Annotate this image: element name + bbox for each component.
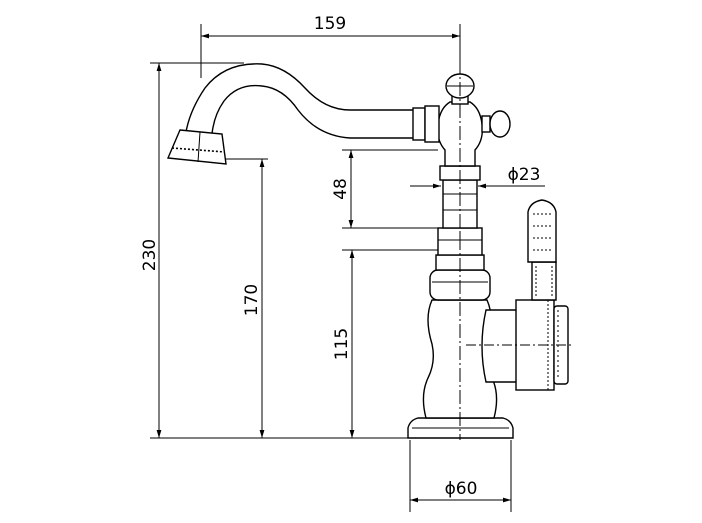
dimension-label-170: 170 <box>242 284 262 316</box>
dimension-label-phi23: ϕ23 <box>508 165 541 185</box>
dimension-label-48: 48 <box>331 178 351 200</box>
dimension-phi23: ϕ23 <box>410 165 545 189</box>
dimension-label-115: 115 <box>332 328 352 360</box>
dimension-label-159: 159 <box>314 14 346 34</box>
faucet-spout <box>166 63 440 165</box>
dimension-115: 115 <box>332 249 438 438</box>
dimension-label-230: 230 <box>140 239 160 271</box>
dimension-230: 230 <box>140 62 244 438</box>
dimension-48: 48 <box>331 149 480 229</box>
dimension-phi60: ϕ60 <box>409 440 512 512</box>
faucet-stem <box>436 73 511 229</box>
dimension-170: 170 <box>218 158 268 438</box>
faucet-lever <box>466 199 572 391</box>
dimension-label-phi60: ϕ60 <box>445 479 478 499</box>
dimension-159: 159 <box>200 14 461 78</box>
